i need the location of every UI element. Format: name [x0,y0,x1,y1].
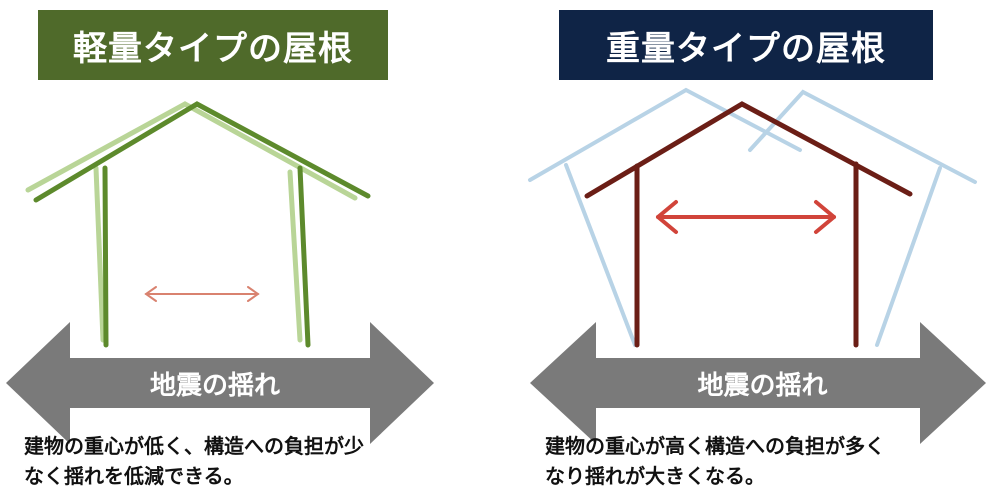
light-shake-arrow-icon [6,322,434,444]
heavy-sway-arrow-icon [656,200,836,234]
light-caption-line1: 建物の重心が低く、構造への負担が少 [24,434,364,458]
heavy-caption: 建物の重心が高く構造への負担が多く なり揺れが大きくなる。 [545,431,885,491]
light-house [33,101,371,348]
heavy-shake-arrow-icon [530,322,986,444]
light-shake-label: 地震の揺れ [149,370,280,401]
light-sway-arrow-icon [144,286,260,302]
heavy-house-ghost [528,87,977,347]
heavy-caption-line2: なり揺れが大きくなる。 [545,464,765,488]
light-caption-line2: なく揺れを低減できる。 [24,464,244,488]
heavy-caption-line1: 建物の重心が高く構造への負担が多く [545,434,885,458]
heavy-shake-label: 地震の揺れ [697,370,828,401]
heavy-roof-title: 重量タイプの屋根 [559,10,933,80]
heavy-house [584,101,913,348]
light-caption: 建物の重心が低く、構造への負担が少 なく揺れを低減できる。 [24,431,364,491]
light-roof-title: 軽量タイプの屋根 [38,10,388,80]
